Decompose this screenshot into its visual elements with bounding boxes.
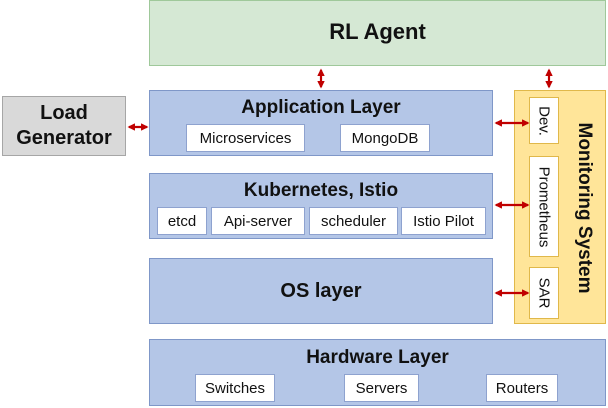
mongodb-chip: MongoDB: [340, 124, 430, 152]
sar-chip: SAR: [529, 267, 559, 319]
load-generator-label: Load Generator: [16, 102, 112, 149]
routers-chip: Routers: [486, 374, 558, 402]
scheduler-chip: scheduler: [309, 207, 398, 235]
dev-chip: Dev.: [529, 97, 559, 144]
hardware-layer-title: Hardware Layer: [306, 347, 449, 368]
os-layer: OS layer: [149, 258, 493, 324]
servers-chip: Servers: [344, 374, 419, 402]
kubernetes-layer-title: Kubernetes, Istio: [243, 180, 399, 201]
api-server-chip: Api-server: [211, 207, 305, 235]
hardware-layer: Hardware Layer Switches Servers Routers: [149, 339, 606, 406]
application-layer-title: Application Layer: [241, 97, 401, 118]
etcd-chip: etcd: [157, 207, 207, 235]
kubernetes-layer: Kubernetes, Istio etcd Api-server schedu…: [149, 173, 493, 239]
microservices-chip: Microservices: [186, 124, 305, 152]
application-layer: Application Layer Microservices MongoDB: [149, 90, 493, 156]
istio-pilot-chip: Istio Pilot: [401, 207, 486, 235]
prometheus-chip: Prometheus: [529, 156, 559, 257]
os-layer-title: OS layer: [280, 280, 362, 302]
switches-chip: Switches: [195, 374, 275, 402]
rl-agent-box: RL Agent: [149, 0, 606, 66]
load-generator-box: Load Generator: [2, 96, 126, 156]
rl-agent-label: RL Agent: [329, 19, 426, 44]
